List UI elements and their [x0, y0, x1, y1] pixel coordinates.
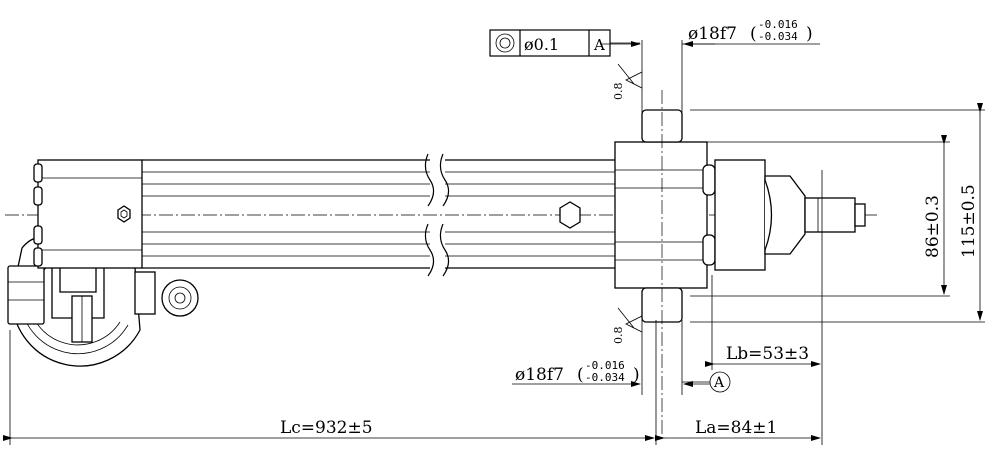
surface-finish-bottom: 0.8	[612, 307, 643, 345]
surface-finish-top-value: 0.8	[612, 83, 625, 101]
geometric-tolerance-frame: ø0.1 A	[489, 29, 640, 57]
svg-text:): )	[806, 24, 813, 44]
shaft-bottom-upper-tolerance: -0.016	[585, 359, 625, 372]
motor-housing	[7, 236, 199, 367]
tolerance-datum: A	[593, 36, 605, 54]
shaft-bottom-lower-tolerance: -0.034	[585, 371, 625, 384]
shaft-bottom-diameter-label: ø18f7	[515, 365, 564, 385]
surface-finish-top: 0.8	[612, 63, 643, 101]
datum-a-marker	[709, 371, 731, 393]
svg-text:): )	[633, 365, 640, 385]
shaft-top-upper-tolerance: -0.016	[758, 18, 798, 31]
h115-dimension-label: 115±0.5	[959, 184, 979, 258]
svg-text:(: (	[750, 24, 757, 44]
concentricity-icon	[495, 33, 515, 53]
lb-dimension-label: Lb=53±3	[726, 344, 809, 364]
rod-end	[714, 159, 866, 271]
tolerance-value: ø0.1	[524, 35, 559, 54]
la-dimension-label: La=84±1	[695, 418, 777, 438]
datum-a-label: A	[713, 375, 725, 391]
svg-text:(: (	[577, 365, 584, 385]
actuator-tube	[33, 153, 615, 277]
surface-finish-bottom-value: 0.8	[612, 327, 625, 345]
shaft-top-diameter-label: ø18f7	[688, 24, 737, 44]
h86-dimension-label: 86±0.3	[923, 195, 943, 258]
lc-dimension-label: Lc=932±5	[280, 418, 373, 438]
trunnion-block	[614, 90, 716, 440]
shaft-top-lower-tolerance: -0.034	[758, 30, 798, 43]
